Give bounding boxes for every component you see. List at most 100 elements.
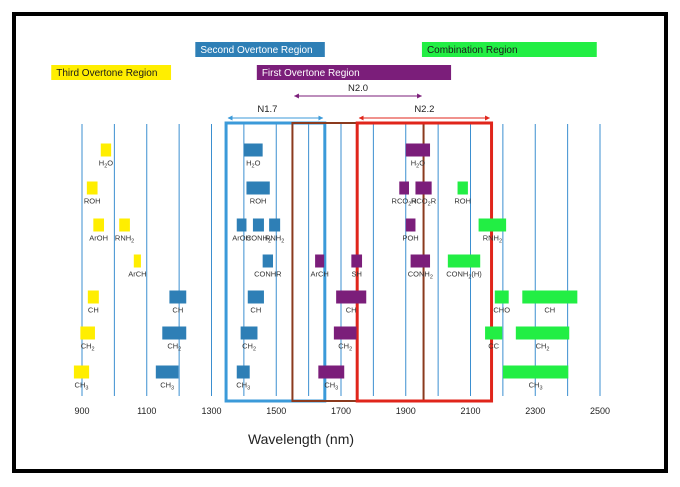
- tick-label-2500: 2500: [590, 406, 610, 416]
- band-bar-second: [155, 365, 179, 379]
- band-label: CHO: [493, 306, 510, 315]
- band-bar-second: [236, 365, 250, 379]
- band-35: CH3: [236, 365, 250, 392]
- band-label: RNH2: [115, 234, 134, 245]
- band-13: POH: [402, 218, 419, 243]
- window-label-n20: N2.0: [348, 83, 368, 94]
- band-3: ROH: [84, 181, 101, 206]
- band-bar-third: [93, 218, 105, 232]
- band-17: ArCH: [310, 254, 329, 279]
- region-first: First Overtone Region: [256, 65, 452, 80]
- band-26: CH: [522, 290, 578, 315]
- band-bar-combination: [457, 181, 468, 195]
- tick-label-900: 900: [74, 406, 89, 416]
- band-bar-third: [119, 218, 130, 232]
- band-15: ArCH: [128, 254, 147, 279]
- band-label: CH2: [167, 342, 181, 353]
- band-bar-combination: [494, 290, 509, 304]
- window-box-n17: [224, 121, 327, 403]
- band-14: RNH2: [478, 218, 507, 245]
- band-label: RCO2H: [392, 197, 417, 208]
- band-label: CH: [250, 306, 261, 315]
- region-label-first: First Overtone Region: [262, 68, 360, 79]
- band-bar-third: [86, 181, 98, 195]
- tick-label-1900: 1900: [396, 406, 416, 416]
- band-label: CH3: [236, 381, 250, 392]
- band-36: CH3: [318, 365, 345, 392]
- region-bar-first: [256, 65, 452, 80]
- region-third: Third Overtone Region: [51, 65, 172, 80]
- band-label: CONH2(H): [446, 270, 482, 281]
- band-bar-first: [405, 218, 416, 232]
- band-label: ArCH: [128, 270, 146, 279]
- band-label: CH: [172, 306, 183, 315]
- band-bar-second: [252, 218, 264, 232]
- band-16: CONHR: [254, 254, 282, 279]
- tick-label-1100: 1100: [137, 406, 156, 416]
- band-label: ROH: [84, 197, 101, 206]
- region-bars: Second Overtone Region Combination Region…: [51, 42, 597, 80]
- window-n17: N1.7: [224, 104, 327, 403]
- band-label: CH: [346, 306, 357, 315]
- band-label: CC: [488, 342, 499, 351]
- band-bar-second: [269, 218, 281, 232]
- band-label: CH2: [81, 342, 95, 353]
- band-label: ArCH: [310, 270, 328, 279]
- band-4: ROH: [246, 181, 270, 206]
- band-25: CHO: [493, 290, 510, 315]
- tick-label-1700: 1700: [331, 406, 351, 416]
- band-bar-first: [405, 143, 431, 157]
- band-11: CONH2: [246, 218, 271, 245]
- band-5: RCO2H: [392, 181, 417, 208]
- band-bar-combination: [478, 218, 507, 232]
- band-bar-combination: [447, 254, 481, 268]
- band-label: CH3: [160, 381, 174, 392]
- band-1: H2O: [243, 143, 263, 170]
- band-bar-first: [333, 326, 357, 340]
- band-9: RNH2: [115, 218, 134, 245]
- band-22: CH: [169, 290, 187, 315]
- region-bar-combination: [421, 42, 597, 57]
- region-second: Second Overtone Region: [195, 42, 325, 57]
- band-20: CONH2(H): [446, 254, 482, 281]
- region-combination: Combination Region: [421, 42, 597, 57]
- tick-label-2300: 2300: [525, 406, 545, 416]
- band-bar-first: [399, 181, 409, 195]
- band-19: CONH2: [408, 254, 433, 281]
- band-label: H2O: [99, 159, 113, 170]
- band-28: CH2: [162, 326, 187, 353]
- band-7: ROH: [454, 181, 471, 206]
- band-bar-first: [410, 254, 431, 268]
- band-34: CH3: [155, 365, 179, 392]
- band-label: CH3: [324, 381, 338, 392]
- band-bar-combination: [485, 326, 503, 340]
- band-bar-combination: [502, 365, 569, 379]
- band-bar-second: [162, 326, 187, 340]
- region-label-third: Third Overtone Region: [56, 68, 157, 79]
- band-bar-third: [100, 143, 112, 157]
- band-label: H2O: [246, 159, 260, 170]
- band-label: RCO2R: [411, 197, 437, 208]
- band-bar-second: [243, 143, 263, 157]
- band-8: ArOH: [89, 218, 108, 243]
- band-bar-third: [80, 326, 95, 340]
- band-6: RCO2R: [411, 181, 437, 208]
- region-bar-second: [195, 42, 325, 57]
- band-0: H2O: [99, 143, 113, 170]
- band-bar-first: [351, 254, 363, 268]
- band-12: RNH2: [265, 218, 284, 245]
- band-2: H2O: [405, 143, 431, 170]
- band-bar-second: [169, 290, 187, 304]
- band-10: ArOH: [232, 218, 251, 243]
- region-bar-third: [51, 65, 172, 80]
- region-label-combination: Combination Region: [427, 45, 518, 56]
- band-label: POH: [402, 234, 418, 243]
- band-bar-second: [236, 218, 247, 232]
- band-label: CH2: [338, 342, 352, 353]
- band-bar-first: [415, 181, 432, 195]
- tick-label-1500: 1500: [266, 406, 286, 416]
- band-27: CH2: [80, 326, 95, 353]
- outer-frame: [12, 12, 668, 473]
